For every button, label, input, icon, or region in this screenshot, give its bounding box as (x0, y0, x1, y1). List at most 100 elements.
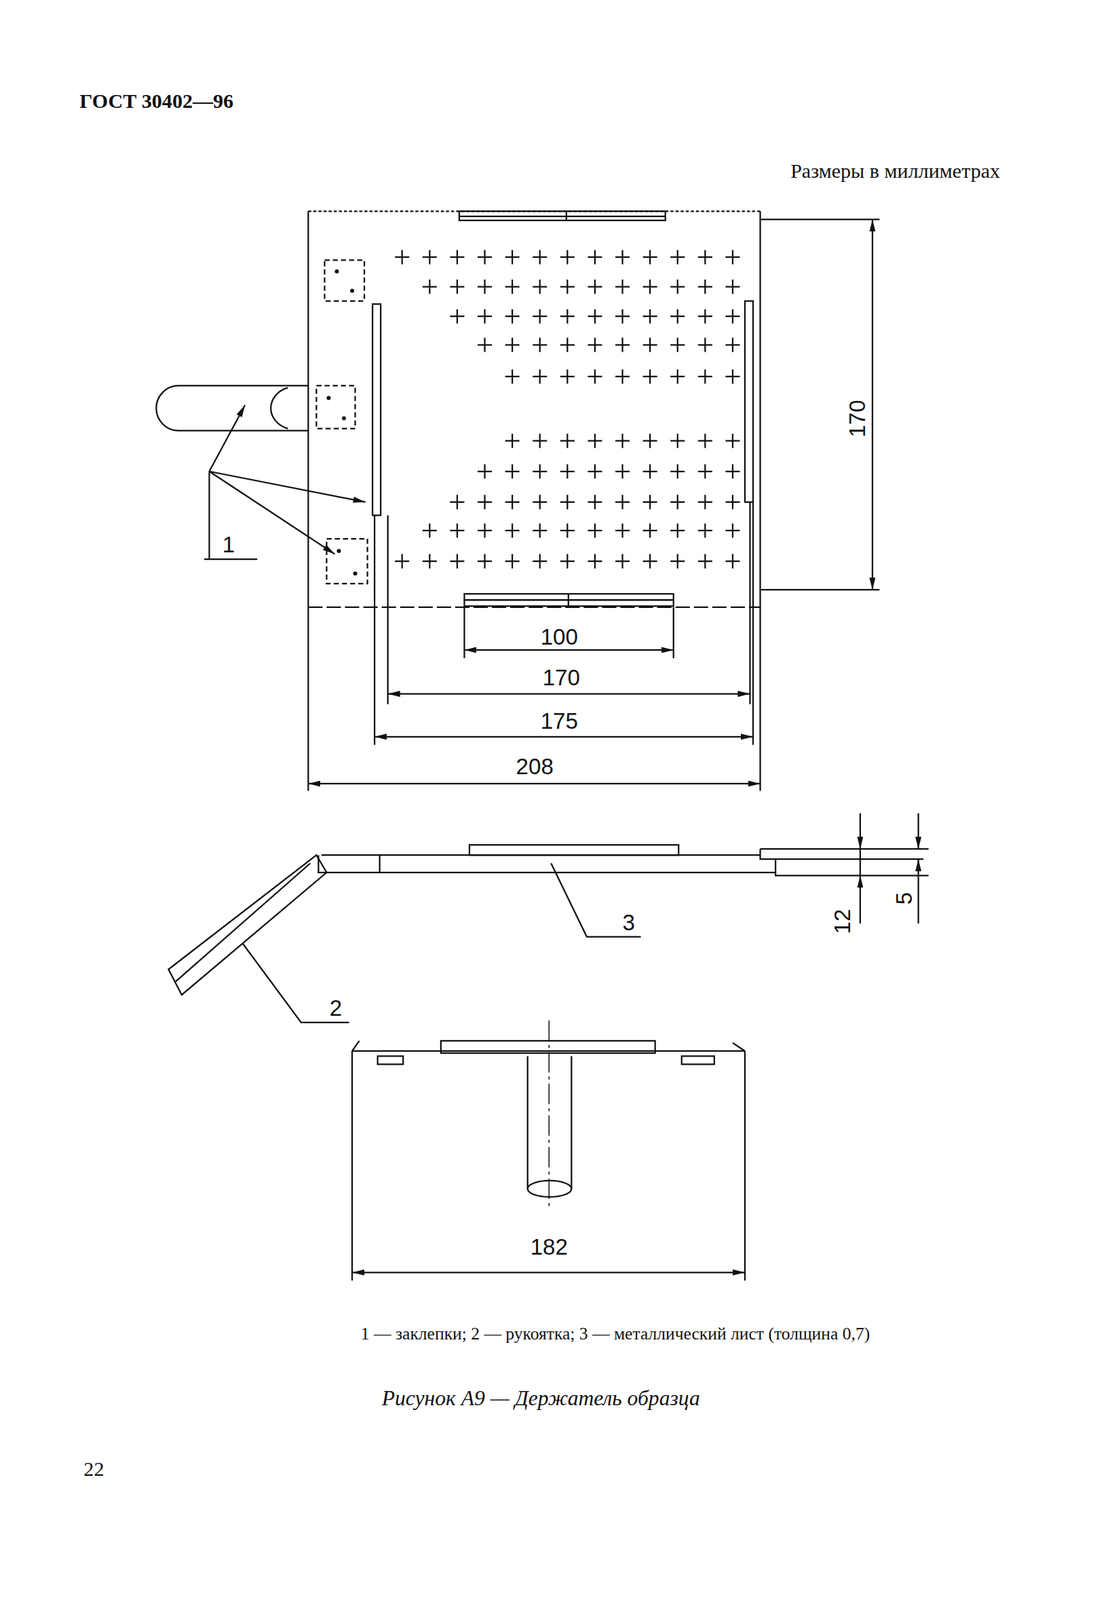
perforation-cross (670, 369, 685, 384)
perforation-cross (532, 249, 547, 264)
perforation-cross (449, 523, 465, 538)
perforation-cross (532, 369, 547, 384)
perforation-cross (698, 464, 713, 479)
perforation-cross (615, 554, 630, 569)
dimension: 5 (892, 891, 917, 904)
extension-line (923, 848, 929, 876)
perforation-cross (560, 279, 575, 294)
perforation-cross (643, 464, 658, 479)
dimension: 100 (540, 624, 579, 649)
perforation-cross (670, 464, 685, 479)
perforation-cross (505, 494, 520, 509)
dimension-line (464, 649, 674, 651)
perforation-cross (532, 337, 547, 353)
perforation (394, 249, 740, 568)
perforation-cross (725, 554, 740, 569)
perforation-cross (587, 369, 602, 384)
perforation-cross (505, 433, 520, 448)
dimension-line (352, 1271, 745, 1273)
perforation-cross (670, 523, 685, 538)
perforation-cross (587, 554, 602, 569)
handle-top-view-detail (270, 387, 288, 429)
perforation-cross (587, 464, 602, 479)
rivet (316, 385, 355, 429)
callout-number: 1 (222, 532, 235, 557)
dimension: 170 (844, 399, 870, 437)
perforation-cross (532, 494, 547, 509)
dimension-line (308, 782, 760, 785)
clip-front (377, 1055, 404, 1064)
raised-plate-front (440, 1040, 656, 1053)
perforation-cross (643, 279, 658, 294)
holder-outline (308, 210, 760, 791)
perforation-cross (560, 554, 575, 569)
perforation-cross (560, 494, 575, 509)
clip-front (681, 1055, 715, 1064)
perforation-cross (394, 554, 410, 569)
perforation-cross (725, 249, 740, 264)
leader-line (242, 943, 349, 1023)
perforation-cross (449, 494, 465, 509)
perforation-cross (505, 369, 520, 384)
perforation-cross (643, 554, 658, 569)
perforation-cross (587, 249, 602, 264)
perforation-cross (477, 464, 492, 479)
dimension-line (388, 692, 751, 695)
dimension: 182 (530, 1234, 568, 1260)
perforation-cross (698, 337, 713, 353)
perforation-cross (698, 309, 713, 324)
perforation-cross (725, 309, 740, 324)
perforation-cross (725, 464, 740, 479)
extension-line (760, 219, 880, 590)
perforation-cross (505, 249, 520, 264)
perforation-cross (449, 249, 465, 264)
perforation-cross (560, 523, 575, 538)
perforation-cross (643, 249, 658, 264)
dimension: 12 (830, 909, 855, 935)
perforation-cross (725, 369, 740, 384)
rivet-dot (336, 548, 341, 553)
perforation-cross (698, 369, 713, 384)
perforation-cross (615, 494, 630, 509)
callout-number: 2 (329, 995, 342, 1021)
perforation-cross (698, 249, 713, 264)
dimension-line (374, 736, 754, 738)
perforation-cross (505, 523, 520, 538)
plate-side (318, 854, 776, 873)
perforation-cross (698, 279, 713, 294)
dimension-line (917, 813, 920, 850)
left-rail (372, 303, 381, 515)
perforation-cross (643, 309, 658, 324)
dimension-line (871, 219, 874, 590)
perforation-cross (670, 494, 685, 509)
perforation-cross (422, 523, 437, 538)
extension-line (388, 502, 751, 705)
right-rail (744, 301, 754, 503)
perforation-cross (477, 554, 492, 569)
handle-top-view (156, 385, 309, 431)
dimension: 170 (542, 665, 581, 690)
perforation-cross (698, 494, 713, 509)
perforation-cross (725, 523, 740, 538)
rivet-dot (350, 289, 355, 294)
handle-side (168, 854, 327, 995)
perforation-cross (532, 554, 547, 569)
perforation-cross (587, 433, 602, 448)
perforation-cross (449, 554, 465, 569)
dimension-line (859, 875, 861, 924)
perforation-cross (643, 369, 658, 384)
perforation-cross (670, 337, 685, 353)
perforation-cross (643, 337, 658, 353)
perforation-cross (505, 279, 520, 294)
perforation-cross (477, 337, 492, 353)
perforation-cross (725, 494, 740, 509)
top-clip-detail (459, 210, 666, 221)
perforation-cross (477, 523, 492, 538)
perforation-cross (505, 464, 520, 479)
perforation-cross (725, 279, 740, 294)
rivet (326, 538, 368, 584)
perforation-cross (698, 554, 713, 569)
perforation-cross (422, 249, 437, 264)
perforation-cross (560, 433, 575, 448)
